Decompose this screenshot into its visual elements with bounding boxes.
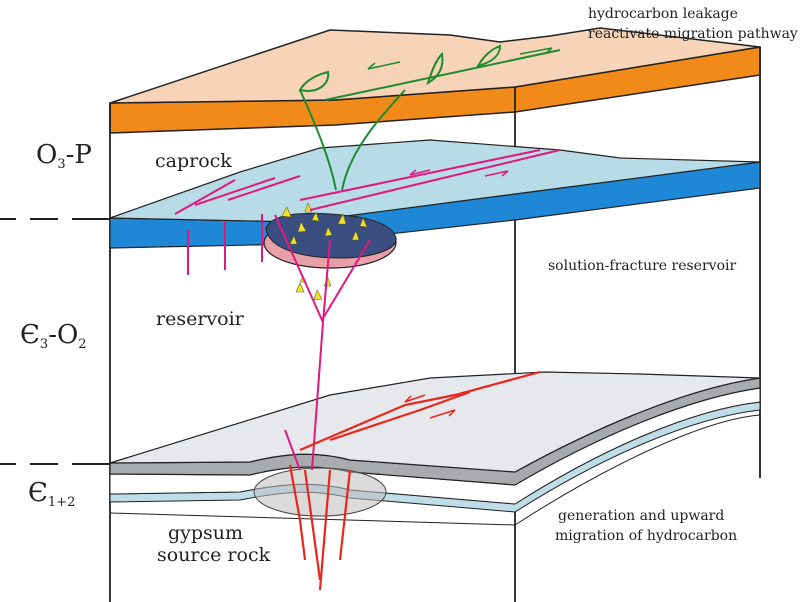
stratum-e3o2: Є3-O2 xyxy=(20,320,87,352)
solution-fracture-label: solution-fracture reservoir xyxy=(548,258,737,274)
stratum-o3p: O3-P xyxy=(36,140,92,172)
stratum-o3p-rest: -P xyxy=(65,140,92,170)
stratum-o3p-main: O xyxy=(36,140,58,170)
stratum-e12-sub: 1+2 xyxy=(47,495,76,510)
green-arrows xyxy=(367,47,553,70)
magenta-faults xyxy=(174,149,561,471)
gypsum-label: gypsum xyxy=(168,522,244,544)
stratum-e12-main: Є xyxy=(28,478,48,508)
red-arrows xyxy=(404,394,456,419)
stratum-e3o2-mid: -O xyxy=(48,320,79,350)
stratum-e12: Є1+2 xyxy=(28,478,75,510)
magenta-arrows xyxy=(409,169,509,177)
reservoir-label: reservoir xyxy=(156,308,244,330)
leakage-label-line2: reactivate migration pathway xyxy=(588,26,798,42)
green-faults xyxy=(298,44,561,191)
stratum-e3o2-sub1: 3 xyxy=(39,337,49,352)
leakage-label-line1: hydrocarbon leakage xyxy=(588,6,738,22)
horizon-markers xyxy=(0,218,110,465)
stratum-o3p-sub: 3 xyxy=(57,157,66,172)
red-faults xyxy=(288,370,541,591)
source-rock-label: source rock xyxy=(157,544,271,566)
source-halo xyxy=(253,467,387,517)
generation-label-line1: generation and upward xyxy=(558,508,725,524)
stratum-e3o2-sub2: 2 xyxy=(78,337,87,352)
generation-label-line2: migration of hydrocarbon xyxy=(555,528,738,544)
hydrocarbon-droplets xyxy=(281,202,368,301)
caprock-label: caprock xyxy=(155,150,232,172)
stratum-e3o2-main: Є xyxy=(20,320,40,350)
